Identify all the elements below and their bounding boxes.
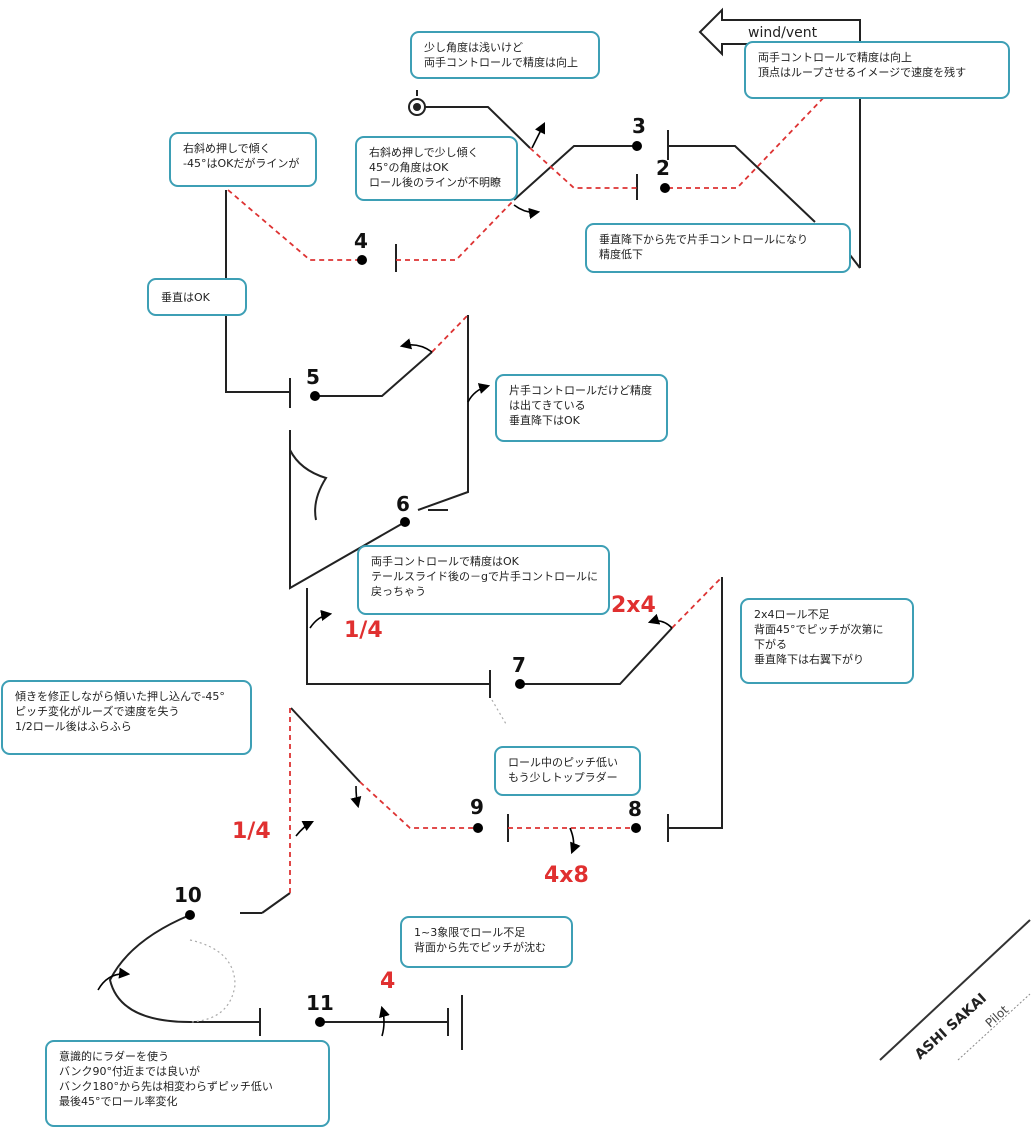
note-line: 下がる	[754, 638, 787, 651]
note-top-center: 少し角度は浅いけど 両手コントロールで精度は向上	[410, 31, 600, 79]
note-line: 精度低下	[599, 248, 643, 261]
point-dots	[185, 141, 670, 1027]
watermark-name: ASHI SAKAI	[912, 991, 990, 1063]
roll-label-quarter-lower: 1/4	[232, 819, 271, 844]
note-tail-slide: 両手コントロールで精度はOK テールスライド後の－gで片手コントロールに 戻っち…	[357, 545, 610, 615]
roll-arrows	[97, 121, 673, 1037]
point-8-dot	[631, 823, 641, 833]
point-2-dot	[660, 183, 670, 193]
note-vertical-ok: 垂直はOK	[147, 278, 247, 316]
point-5-label: 5	[306, 365, 320, 389]
note-line: もう少しトップラダー	[508, 771, 618, 784]
note-line: 1~3象限でロール不足	[414, 926, 526, 939]
point-3-label: 3	[632, 114, 646, 138]
note-line: 垂直はOK	[161, 291, 210, 304]
point-10-dot	[185, 910, 195, 920]
point-7-label: 7	[512, 653, 526, 677]
roll-label-2x4: 2x4	[611, 593, 656, 618]
note-line: ロール後のラインが不明瞭	[369, 176, 501, 189]
point-11-dot	[315, 1017, 325, 1027]
note-line: 両手コントロールで精度は向上	[758, 51, 912, 64]
watermark-role: Pilot	[983, 1002, 1012, 1030]
dashed-transition-path	[227, 69, 851, 893]
note-line: 少し角度は浅いけど	[424, 41, 523, 54]
note-roll-pitch-low: ロール中のピッチ低い もう少しトップラダー	[494, 746, 641, 796]
note-line: 両手コントロールで精度は向上	[424, 56, 578, 69]
note-line: 片手コントロールだけど精度	[509, 384, 652, 397]
point-9-dot	[473, 823, 483, 833]
note-line: 背面45°でピッチが次第に	[754, 623, 884, 636]
note-vertical-descent: 垂直降下から先で片手コントロールになり 精度低下	[585, 223, 851, 273]
note-upper-mid: 右斜め押しで少し傾く 45°の角度はOK ロール後のラインが不明瞭	[355, 136, 518, 201]
note-rudder: 意識的にラダーを使う バンク90°付近までは良いが バンク180°から先は相変わ…	[45, 1040, 330, 1127]
note-line: -45°はOKだがラインが	[183, 157, 300, 170]
pilot-watermark: ASHI SAKAI Pilot	[879, 919, 1031, 1063]
note-line: 右斜め押しで少し傾く	[369, 146, 479, 159]
point-11-label: 11	[306, 991, 334, 1015]
note-line: 傾きを修正しながら傾いた押し込んで-45°	[15, 690, 225, 703]
note-line: 意識的にラダーを使う	[59, 1050, 169, 1063]
note-line: ロール中のピッチ低い	[508, 756, 618, 769]
note-upper-left: 右斜め押しで傾く -45°はOKだがラインが	[169, 132, 317, 187]
note-line: 1/2ロール後はふらふら	[15, 720, 132, 733]
note-line: 45°の角度はOK	[369, 161, 449, 174]
roll-label-4: 4	[380, 969, 395, 994]
point-3-dot	[632, 141, 642, 151]
note-line: ピッチ変化がルーズで速度を失う	[15, 705, 180, 718]
note-line: 右斜め押しで傾く	[183, 142, 271, 155]
note-quadrant: 1~3象限でロール不足 背面から先でピッチが沈む	[400, 916, 573, 968]
note-top-right: 両手コントロールで精度は向上 頂点はループさせるイメージで速度を残す	[744, 41, 1010, 99]
note-line: 2x4ロール不足	[754, 608, 830, 621]
note-line: 頂点はループさせるイメージで速度を残す	[758, 66, 967, 79]
point-4-label: 4	[354, 229, 368, 253]
note-line: バンク90°付近までは良いが	[59, 1065, 201, 1078]
roll-label-4x8: 4x8	[544, 863, 589, 888]
point-6-dot	[400, 517, 410, 527]
note-line: テールスライド後の－gで片手コントロールに	[371, 570, 598, 583]
note-line: 戻っちゃう	[371, 585, 426, 598]
point-6-label: 6	[396, 492, 410, 516]
point-7-dot	[515, 679, 525, 689]
note-line: は出てきている	[509, 399, 586, 412]
note-roll-2x4: 2x4ロール不足 背面45°でピッチが次第に 下がる 垂直降下は右翼下がり	[740, 598, 914, 684]
point-5-dot	[310, 391, 320, 401]
note-one-hand: 片手コントロールだけど精度 は出てきている 垂直降下はOK	[495, 374, 668, 442]
point-8-label: 8	[628, 797, 642, 821]
note-line: 両手コントロールで精度はOK	[371, 555, 519, 568]
point-9-label: 9	[470, 795, 484, 819]
note-line: バンク180°から先は相変わらずピッチ低い	[59, 1080, 273, 1093]
point-10-label: 10	[174, 883, 202, 907]
note-line: 垂直降下はOK	[509, 414, 580, 427]
wind-label: wind/vent	[748, 25, 818, 41]
point-4-dot	[357, 255, 367, 265]
note-pitch-loose: 傾きを修正しながら傾いた押し込んで-45° ピッチ変化がルーズで速度を失う 1/…	[1, 680, 252, 755]
roll-label-quarter-upper: 1/4	[344, 618, 383, 643]
note-line: 最後45°でロール率変化	[59, 1095, 178, 1108]
start-marker-icon	[408, 90, 426, 116]
note-line: 垂直降下から先で片手コントロールになり	[599, 233, 808, 246]
note-line: 背面から先でピッチが沈む	[414, 941, 546, 954]
point-2-label: 2	[656, 156, 670, 180]
note-line: 垂直降下は右翼下がり	[754, 653, 864, 666]
